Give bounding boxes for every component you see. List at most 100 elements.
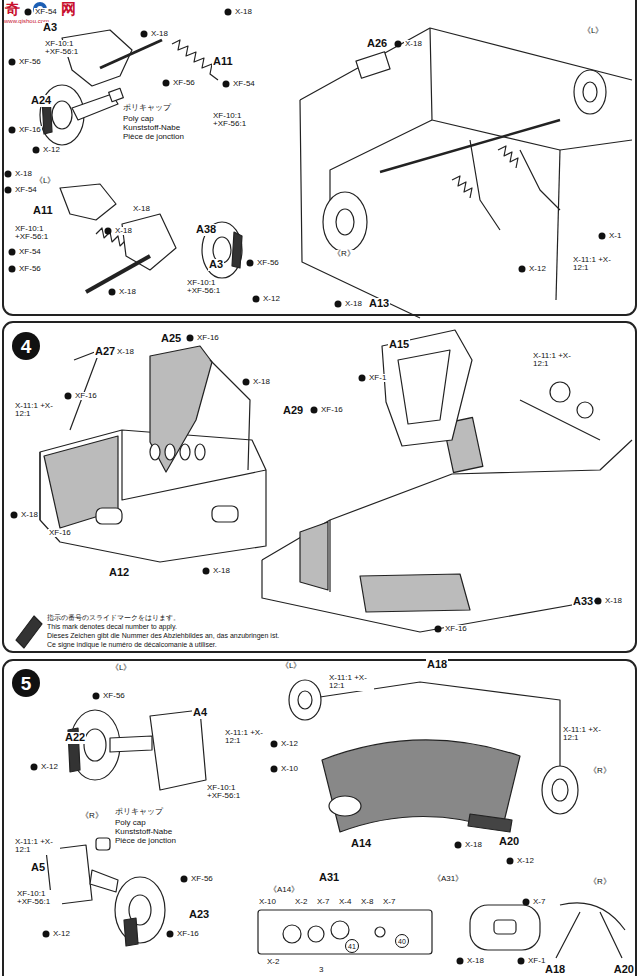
view-label: 《R》 xyxy=(332,250,356,258)
step-panel xyxy=(3,660,636,976)
paint-code: XF-54 xyxy=(34,8,58,16)
paint-mix: X-11:1 +X-12:1 xyxy=(14,402,60,419)
paint-code: X-12 xyxy=(52,930,71,938)
paint-code: X-18 xyxy=(114,227,133,235)
number-text: 41 xyxy=(348,943,356,950)
paint-mix: X-11:1 +X-12:1 xyxy=(572,256,618,273)
paint-code: X-1 xyxy=(608,232,622,240)
view-label: 《R》 xyxy=(588,767,612,775)
paint-code: XF-56 xyxy=(256,259,280,267)
part-number: A22 xyxy=(64,732,86,744)
paint-code: X-2 xyxy=(294,898,308,906)
part-number: A13 xyxy=(368,298,390,310)
paint-code: X-7 xyxy=(316,898,330,906)
paint-code: X-12 xyxy=(42,146,61,154)
paint-mix: XF-10:1 +XF-56:1 xyxy=(206,784,252,801)
paint-code: X-18 xyxy=(118,288,137,296)
decal-number: 40 xyxy=(395,934,409,948)
paint-code: XF-1 xyxy=(368,374,387,382)
paint-code: X-4 xyxy=(338,898,352,906)
note-text: Dieses Zeichen gibt die Nummer des Abzie… xyxy=(46,632,280,639)
decal-mark-symbol xyxy=(16,616,42,648)
paint-drop xyxy=(5,9,606,965)
number-text: 4 xyxy=(21,337,32,356)
paint-code: XF-54 xyxy=(232,80,256,88)
paint-code: X-7 xyxy=(532,898,546,906)
paint-code: X-12 xyxy=(280,740,299,748)
watermark: 网 xyxy=(60,1,77,17)
view-label: 《L》 xyxy=(280,662,302,670)
part-number: A26 xyxy=(366,38,388,50)
paint-code: XF-16 xyxy=(176,930,200,938)
paint-code: X-18 xyxy=(212,567,231,575)
paint-code: X-18 xyxy=(604,597,623,605)
paint-code: Pièce de jonction xyxy=(122,133,185,141)
part-number: A3 xyxy=(42,22,58,34)
paint-code: XF-16 xyxy=(444,625,468,633)
part-number: A3 xyxy=(208,259,224,271)
note-text: This mark denotes decal number to apply. xyxy=(46,623,178,630)
part-number: A11 xyxy=(32,205,54,217)
paint-code: X-12 xyxy=(516,857,535,865)
part-name: ポリキャップ xyxy=(122,104,172,112)
chassis-frame xyxy=(300,28,632,318)
front-upright-assembly xyxy=(40,30,242,292)
paint-code: XF-56 xyxy=(102,692,126,700)
paint-mix: X-11:1 +X-12:1 xyxy=(532,352,578,369)
paint-mix: X-11:1 +X-12:1 xyxy=(328,674,374,691)
paint-mix: XF-10:1 +XF-56:1 xyxy=(186,279,232,296)
paint-code: Kunststoff-Nabe xyxy=(114,828,173,836)
part-number: A25 xyxy=(160,333,182,345)
paint-code: XF-16 xyxy=(320,406,344,414)
part-number: A18 xyxy=(544,964,566,976)
view-label: 《L》 xyxy=(582,27,604,35)
paint-mix: XF-10:1 +XF-56:1 xyxy=(14,225,60,242)
number-text: 5 xyxy=(21,674,32,693)
paint-code: XF-56 xyxy=(172,79,196,87)
paint-code: X-18 xyxy=(116,348,135,356)
view-label: 《A31》 xyxy=(432,875,464,883)
part-number: A11 xyxy=(212,56,234,68)
part-number: A18 xyxy=(426,659,448,671)
part-number: A33 xyxy=(572,596,594,608)
paint-code: X-10 xyxy=(280,765,299,773)
paint-mix: X-11:1 +X-12:1 xyxy=(14,838,60,855)
note-text: 指示の番号のスライドマークをはります。 xyxy=(46,614,181,621)
paint-code: XF-56 xyxy=(18,265,42,273)
paint-code: Poly cap xyxy=(114,819,147,827)
part-number: A12 xyxy=(108,567,130,579)
paint-mix: XF-10:1 +XF-56:1 xyxy=(212,112,258,129)
paint-code: X-18 xyxy=(344,300,363,308)
paint-code: X-18 xyxy=(252,378,271,386)
paint-code: X-7 xyxy=(382,898,396,906)
part-number: A5 xyxy=(30,862,46,874)
paint-code: X-18 xyxy=(150,30,169,38)
paint-mix: X-11:1 +X-12:1 xyxy=(224,729,270,746)
paint-code: X-18 xyxy=(466,957,485,965)
part-name: ポリキャップ xyxy=(114,808,164,816)
note-text: Ce signe indique le numéro de décalcoman… xyxy=(46,641,218,648)
watermark: 奇 xyxy=(4,1,21,17)
page-number: 3 xyxy=(318,966,324,974)
paint-code: X-18 xyxy=(20,511,39,519)
view-label: 《R》 xyxy=(588,878,612,886)
paint-code: X-18 xyxy=(234,8,253,16)
view-label: 《A14》 xyxy=(268,886,300,894)
dashboard-assembly xyxy=(258,680,625,958)
paint-code: X-18 xyxy=(14,170,33,178)
part-number: A31 xyxy=(318,872,340,884)
paint-code: Kunststoff-Nabe xyxy=(122,124,181,132)
rear-upright-assembly xyxy=(46,710,206,946)
step-panel xyxy=(3,322,636,652)
part-number: A4 xyxy=(192,707,208,719)
paint-code: XF-56 xyxy=(18,58,42,66)
paint-code: Pièce de jonction xyxy=(114,837,177,845)
view-label: 《L》 xyxy=(34,177,56,185)
part-number: A24 xyxy=(30,95,52,107)
part-number: A15 xyxy=(388,339,410,351)
decal-number: 41 xyxy=(345,939,359,953)
part-number: A38 xyxy=(195,224,217,236)
number-text: 40 xyxy=(398,938,406,945)
